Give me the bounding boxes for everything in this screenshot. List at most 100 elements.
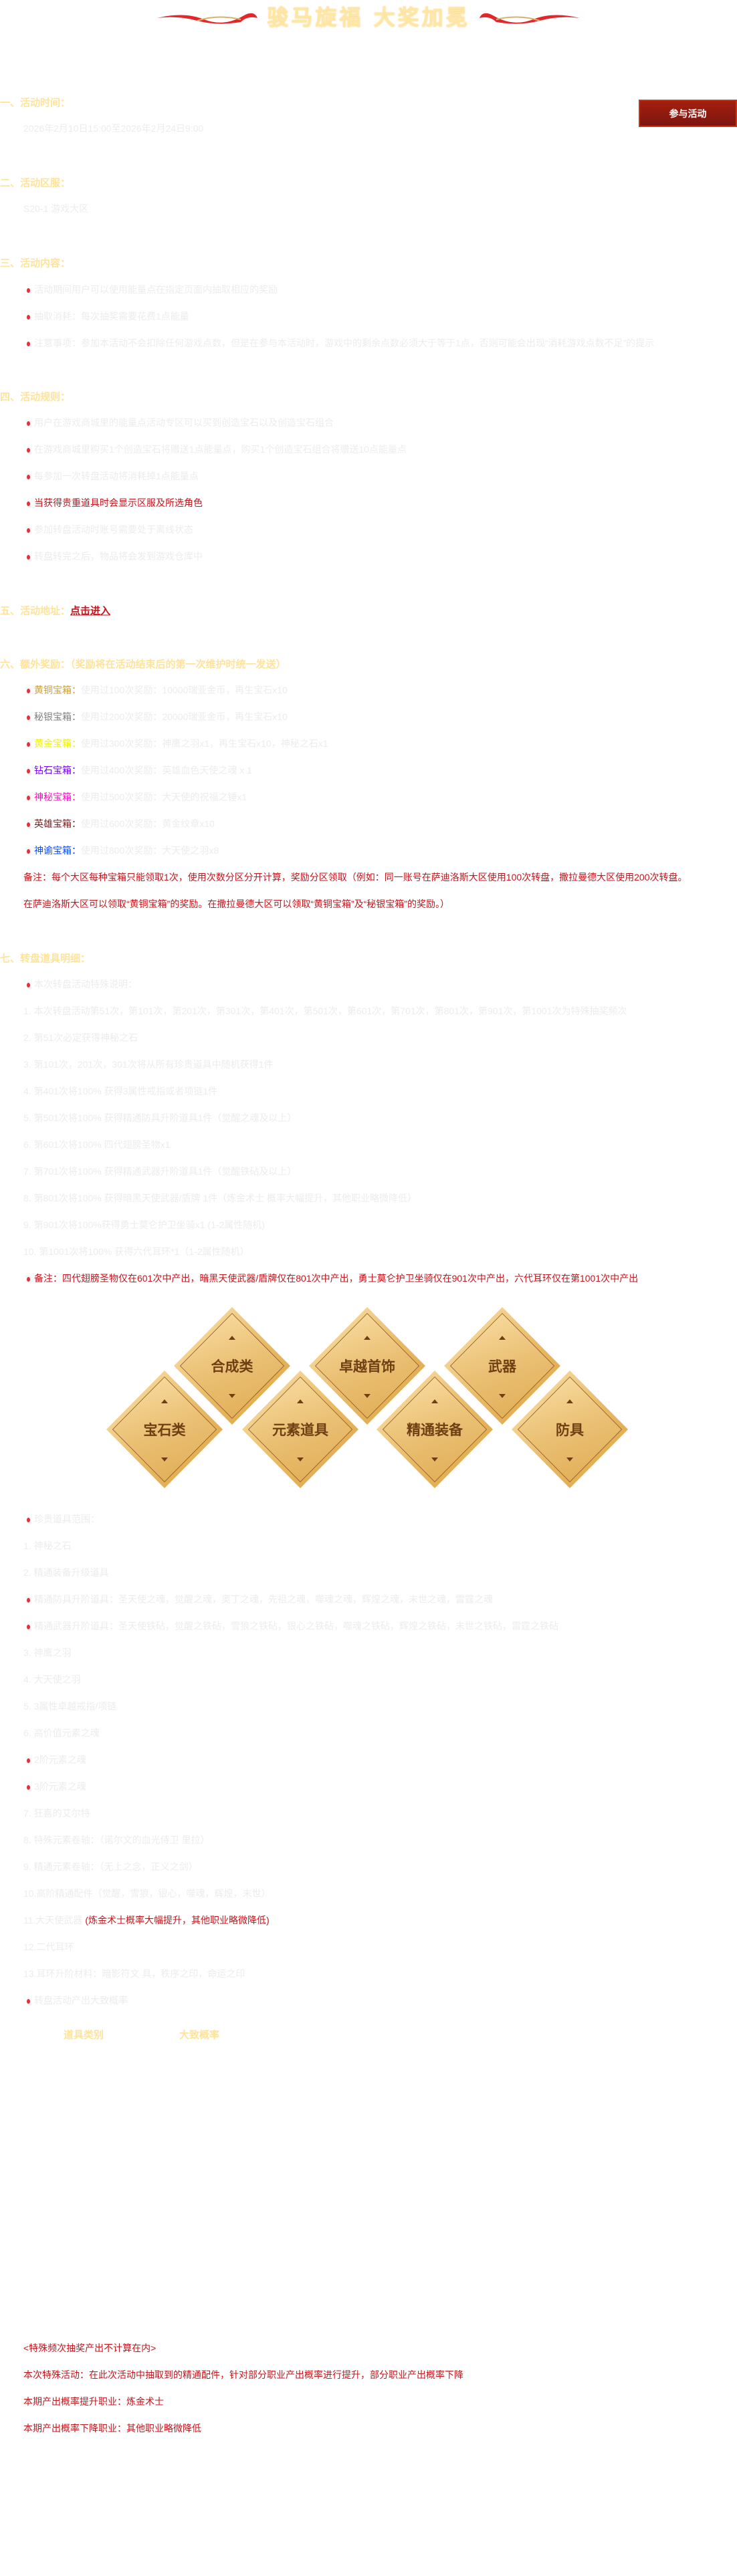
reward-note: 在萨迪洛斯大区可以领取“黄铜宝箱”的奖励。在撒拉曼德大区可以领取“黄铜宝箱”及“…: [23, 899, 449, 909]
footer-note: 本期产出概率提升职业：炼金术士: [23, 2396, 164, 2407]
arrow-up-icon: [566, 1399, 573, 1403]
reward-box-reward: 使用过800次奖励：大天使之羽x8: [81, 845, 219, 856]
reward-box-name: 神秘宝箱：: [34, 792, 81, 802]
list-item-text: 本次转盘活动特殊说明：: [34, 979, 137, 989]
reward-box-item: 黄铜宝箱：使用过100次奖励：10000瑞亚金币，再生宝石x10: [27, 683, 288, 697]
bullet-icon: [27, 1784, 30, 1790]
section-address-label: 五、活动地址：: [0, 605, 71, 617]
page-title-banner: 骏马旋福 大奖加冕: [0, 0, 737, 32]
list-item-text: 当获得贵重道具时会显示区服及所选角色: [34, 497, 203, 508]
precious-item: 5. 3属性卓越戒指/项链: [23, 1701, 117, 1712]
arrow-up-icon: [229, 1336, 235, 1340]
list-item: 精通武器升阶道具：圣天使铁砧，觉醒之铁砧，雪狼之铁砧，银心之铁砧，噬魂之铁砧，辉…: [27, 1619, 558, 1633]
precious-item: 8. 特殊元素卷轴：（诺尔文的血光侍卫 里拉）: [23, 1835, 210, 1845]
bullet-icon: [27, 1517, 30, 1522]
reward-box-reward: 使用过100次奖励：10000瑞亚金币，再生宝石x10: [81, 685, 288, 695]
bullet-icon: [27, 982, 30, 987]
arrow-down-icon: [229, 1394, 235, 1398]
list-item: 3阶元素之魂: [27, 1780, 86, 1793]
arrow-down-icon: [161, 1457, 168, 1461]
arrow-down-icon: [431, 1457, 438, 1461]
category-label: 精通装备: [407, 1423, 463, 1438]
category-diamond-button[interactable]: 卓越首饰: [309, 1307, 425, 1425]
reward-box-reward: 使用过400次奖励：英雄血色天使之魂 x 1: [81, 765, 252, 776]
precious-item: 4. 大天使之羽: [23, 1674, 81, 1685]
list-item-text: 活动期间用户可以使用能量点在指定页面内抽取相应的奖励: [34, 284, 278, 295]
list-item: 当获得贵重道具时会显示区服及所选角色: [27, 496, 203, 509]
footer-note: 本次特殊活动：在此次活动中抽取到的精通配件，针对部分职业产出概率进行提升，部分职…: [23, 2369, 463, 2380]
bullet-icon: [27, 1276, 30, 1282]
category-diamond-button[interactable]: 防具: [512, 1371, 628, 1488]
arrow-down-icon: [364, 1394, 371, 1398]
list-item-text: 抽取消耗：每次抽奖需要花费1点能量: [34, 311, 189, 322]
category-label: 防具: [556, 1423, 584, 1438]
footer-note: 本期产出概率下降职业：其他职业略微降低: [23, 2423, 201, 2434]
bullet-icon: [27, 768, 30, 774]
section-item-detail-heading: 七、转盘道具明细：: [0, 953, 91, 965]
section-server-heading: 二、活动区服：: [0, 177, 71, 189]
arrow-up-icon: [499, 1336, 506, 1340]
precious-item: 6. 高价值元素之魂: [23, 1728, 100, 1738]
reward-box-name: 黄金宝箱：: [34, 738, 81, 749]
table-header-probability: 大致概率: [179, 2029, 220, 2041]
list-item: 参加转盘活动时账号需要处于离线状态: [27, 523, 193, 536]
page-title: 骏马旋福 大奖加冕: [267, 5, 470, 30]
special-rule: 4. 第401次将100% 获得3属性戒指或者项链1件: [23, 1086, 218, 1096]
list-item-text: 用户在游戏商城里的能量点活动专区可以买到创造宝石以及创造宝石组合: [34, 417, 334, 428]
right-swirl-ornament-icon: [479, 13, 580, 24]
category-diamond-button[interactable]: 精通装备: [377, 1371, 493, 1488]
list-item: 用户在游戏商城里的能量点活动专区可以买到创造宝石以及创造宝石组合: [27, 416, 334, 429]
list-item-text: 精通防具升阶道具：圣天使之魂，觉醒之魂，奥丁之魂，先祖之魂，噬魂之魂，辉煌之魂，…: [34, 1594, 493, 1605]
list-item: 本次转盘活动特殊说明：: [27, 977, 137, 991]
precious-item: 3. 神鹰之羽: [23, 1647, 72, 1658]
join-activity-button[interactable]: 参与活动: [639, 100, 737, 127]
category-diamond-button[interactable]: 合成类: [174, 1307, 290, 1425]
bullet-icon: [27, 822, 30, 827]
category-diamond-button[interactable]: 元素道具: [242, 1371, 358, 1488]
precious-item: 10.高阶精通配件（觉醒，雪狼，银心，噬魂，辉煌，末世）: [23, 1888, 271, 1899]
list-item: 在游戏商城里购买1个创造宝石将赠送1点能量点，购买1个创造宝石组合将赠送10点能…: [27, 443, 407, 456]
list-item: 注意事项：参加本活动不会扣除任何游戏点数，但是在参与本活动时，游戏中的剩余点数必…: [27, 336, 654, 350]
bullet-icon: [27, 1597, 30, 1603]
bullet-icon: [27, 688, 30, 693]
list-item: 每参加一次转盘活动将消耗掉1点能量点: [27, 469, 199, 483]
special-rule: 8. 第801次将100% 获得暗黑天使武器/盾牌 1件（炼金术士 概率大幅提升…: [23, 1193, 417, 1203]
category-label: 武器: [488, 1359, 516, 1375]
category-diamond-button[interactable]: 武器: [444, 1307, 560, 1425]
bullet-icon: [27, 341, 30, 346]
enter-link[interactable]: 点击进入: [70, 605, 111, 617]
arrow-up-icon: [431, 1399, 438, 1403]
left-swirl-ornament-icon: [157, 13, 258, 24]
list-item-text: 在游戏商城里购买1个创造宝石将赠送1点能量点，购买1个创造宝石组合将赠送10点能…: [34, 444, 407, 455]
bullet-icon: [27, 848, 30, 854]
bullet-icon: [27, 447, 30, 453]
precious-item-text: 11.大天使武器: [23, 1915, 83, 1925]
precious-item: 7. 狂喜的艾尔特: [23, 1808, 90, 1819]
section-content-heading: 三、活动内容：: [0, 257, 71, 269]
bullet-icon: [27, 528, 30, 533]
category-diamond-button[interactable]: 宝石类: [106, 1371, 223, 1488]
list-item-text: 2阶元素之魂: [34, 1754, 86, 1765]
bullet-icon: [27, 421, 30, 426]
bullet-icon: [27, 501, 30, 506]
reward-box-name: 英雄宝箱：: [34, 818, 81, 829]
special-rule: 3. 第101次，201次，301次将从所有珍贵道具中随机获得1件: [23, 1059, 274, 1070]
reward-box-item: 英雄宝箱：使用过600次奖励：黄金纹章x10: [27, 817, 215, 830]
arrow-up-icon: [161, 1399, 168, 1403]
list-item: 转盘活动产出大致概率: [27, 1994, 128, 2007]
special-rule: 7. 第701次将100% 获得精通武器升阶道具1件（觉醒铁砧及以上）: [23, 1166, 297, 1177]
section-extra-reward-heading: 六、额外奖励：（奖励将在活动结束后的第一次维护时统一发送）: [0, 659, 286, 671]
list-item: 活动期间用户可以使用能量点在指定页面内抽取相应的奖励: [27, 283, 278, 296]
bullet-icon: [27, 1998, 30, 2004]
list-item: 珍贵道具范围：: [27, 1512, 100, 1526]
bullet-icon: [27, 287, 30, 293]
reward-box-name: 黄铜宝箱：: [34, 685, 81, 695]
list-item-text: 转盘活动产出大致概率: [34, 1995, 128, 2006]
footer-note: <特殊频次抽奖产出不计算在内>: [23, 2343, 156, 2353]
section-time-heading: 一、活动时间：: [0, 97, 71, 109]
activity-time: 2026年2月10日15:00至2026年2月24日9:00: [23, 123, 204, 134]
special-rule: 10. 第1001次将100% 获得六代耳环*1（1-2属性随机）: [23, 1246, 249, 1257]
special-rule: 9. 第901次将100%获得勇士莫仑护卫坐骑x1 (1-2属性随机): [23, 1219, 265, 1230]
list-item-text: 注意事项：参加本活动不会扣除任何游戏点数，但是在参与本活动时，游戏中的剩余点数必…: [34, 338, 655, 348]
category-label: 宝石类: [143, 1423, 186, 1438]
